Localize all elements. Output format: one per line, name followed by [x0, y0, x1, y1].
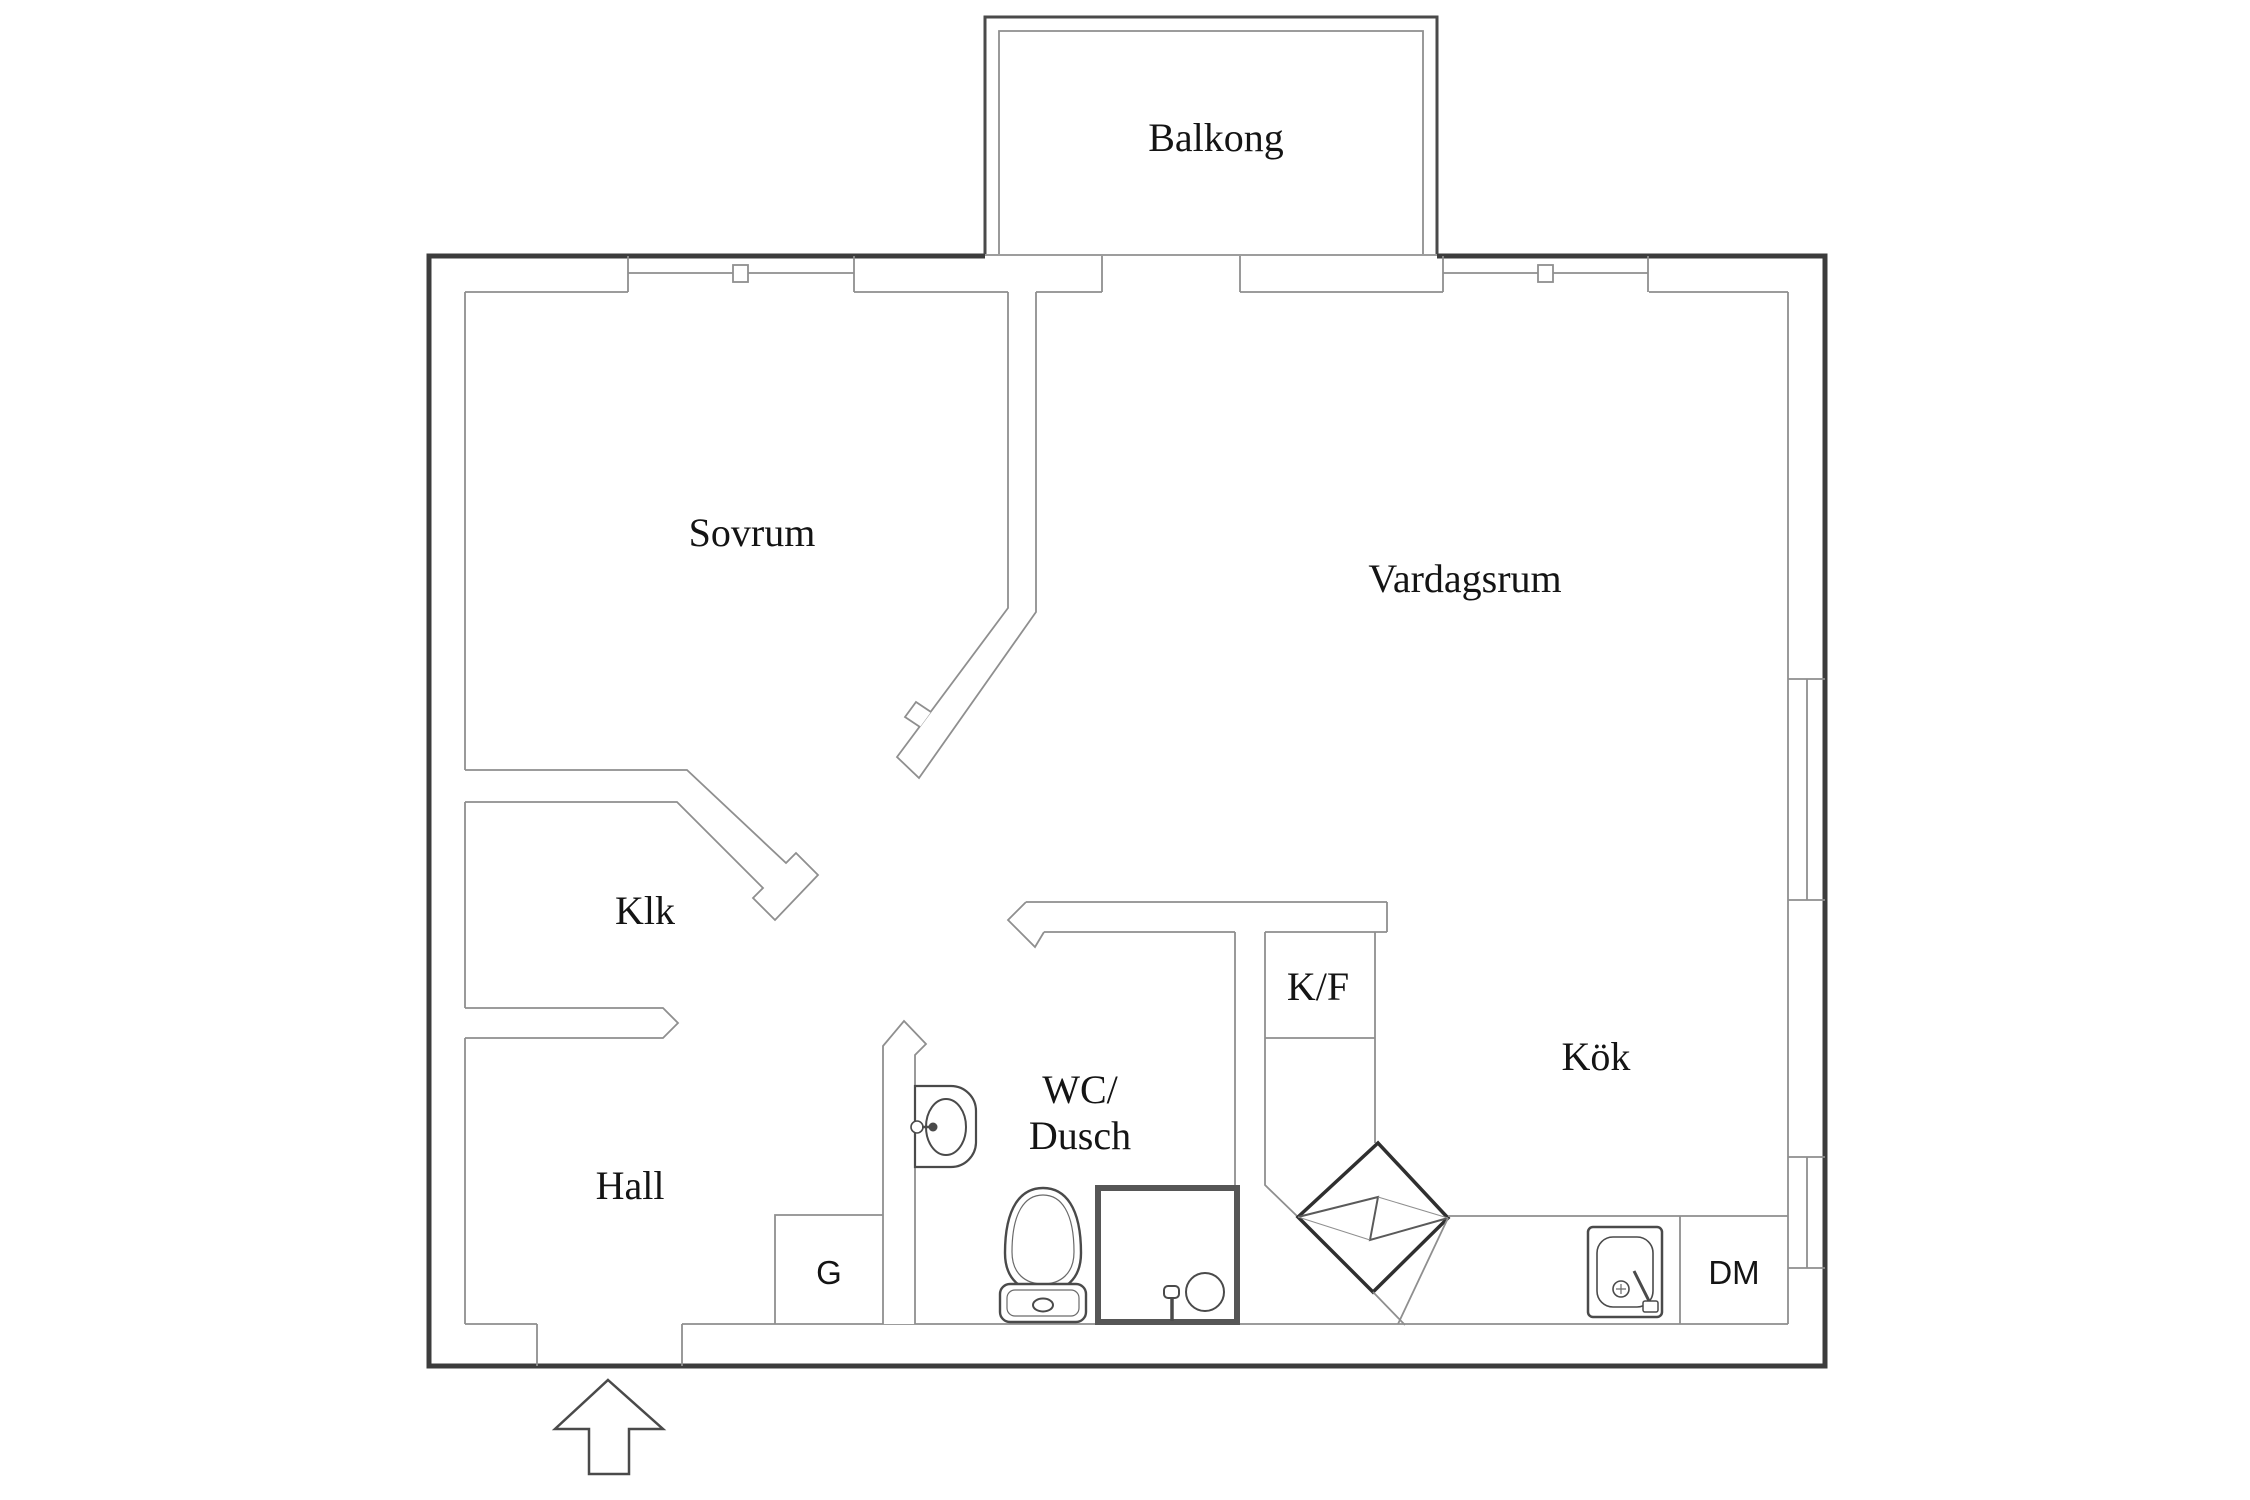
entrance-arrow-icon	[551, 1378, 667, 1476]
washbasin-icon	[910, 1084, 978, 1169]
duct-shaft-diamond-icon	[1295, 1140, 1451, 1326]
right-wall	[1787, 292, 1825, 1324]
bedroom-livingroom-divider-wall	[895, 292, 1037, 780]
label-bedroom: Sovrum	[689, 510, 816, 555]
window-top-right-icon	[1442, 256, 1649, 292]
window-right-upper-icon	[1788, 678, 1825, 901]
hall-wc-wall	[882, 1019, 928, 1324]
wall-end-cap	[650, 1007, 680, 1039]
wardrobe-g-box	[774, 1214, 883, 1324]
toilet-icon	[998, 1186, 1088, 1324]
label-wc-line1: WC/	[1042, 1067, 1118, 1112]
label-kitchen: Kök	[1562, 1034, 1631, 1079]
bedroom-closet-wall	[465, 769, 820, 922]
balcony-door-jambs	[1101, 256, 1241, 292]
top-wall	[465, 256, 1788, 293]
label-living-room: Vardagsrum	[1368, 556, 1561, 601]
wc-top-wall	[1006, 901, 1388, 949]
label-hall: Hall	[596, 1163, 665, 1208]
window-top-left-icon	[627, 256, 855, 292]
label-dishwasher: DM	[1708, 1254, 1759, 1291]
closet-bottom-wall	[465, 1007, 680, 1039]
shower-cabin-icon	[1095, 1185, 1240, 1325]
kitchen-sink-icon	[1586, 1225, 1664, 1319]
wc-kf-wall	[1234, 932, 1376, 1218]
bottom-wall-inner	[465, 1323, 1788, 1366]
balcony-outer-wall	[983, 15, 1439, 254]
door-stop-notch	[903, 700, 932, 728]
label-wc-line2: Dusch	[1029, 1113, 1131, 1158]
balcony	[983, 15, 1439, 292]
wall-end-cap	[1006, 901, 1045, 949]
label-wardrobe: G	[816, 1254, 842, 1291]
balcony-inner-wall	[998, 30, 1424, 254]
outer-wall	[426, 253, 1828, 1369]
label-balcony: Balkong	[1148, 115, 1284, 160]
label-fridge-freezer: K/F	[1287, 964, 1349, 1009]
window-right-lower-icon	[1788, 1156, 1825, 1269]
entrance-door-jambs	[536, 1324, 683, 1366]
kitchen-counter	[1448, 1215, 1788, 1324]
label-walk-in-closet: Klk	[615, 888, 675, 933]
